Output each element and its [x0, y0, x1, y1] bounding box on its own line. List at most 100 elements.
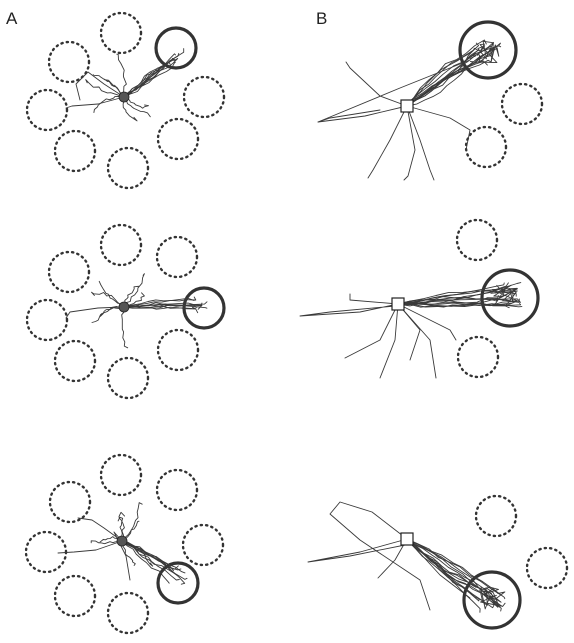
start-marker-a3 — [116, 535, 128, 547]
trajectory-a3-4 — [121, 540, 174, 571]
start-marker-b3 — [400, 532, 414, 546]
trajectory-b2-11 — [397, 282, 505, 305]
trajectory-a1-stray-4 — [85, 79, 125, 98]
trajectory-a2-arc — [65, 306, 125, 319]
target-b1-1 — [500, 82, 544, 126]
trajectory-a3-stray-7 — [121, 540, 154, 567]
target-a2-6 — [106, 356, 150, 400]
target-b2-2 — [456, 335, 500, 379]
target-a3-3 — [155, 468, 199, 512]
trajectory-a1-stray-1 — [123, 96, 149, 109]
trajectory-b1-12 — [406, 48, 479, 107]
trajectory-b3-extra-2 — [377, 538, 408, 579]
target-a1-2 — [99, 11, 143, 55]
target-b2-1 — [455, 218, 499, 262]
trajectory-b2-extra-0 — [299, 303, 399, 317]
target-a2-8 — [25, 298, 69, 342]
trajectory-a2-5 — [123, 296, 197, 308]
trajectory-b1-3 — [406, 59, 492, 107]
target-b3-2 — [525, 546, 569, 590]
trajectory-b2-7 — [397, 297, 499, 307]
target-a3-8 — [24, 530, 68, 574]
targets-layer — [24, 11, 569, 635]
trajectory-a1-stray-2 — [123, 96, 151, 118]
trajectory-b3-12 — [406, 538, 481, 613]
target-a3-6 — [106, 591, 150, 635]
trajectory-a1-1 — [123, 61, 176, 98]
trajectory-b2-extra-3 — [379, 303, 399, 379]
trajectory-a3-5 — [121, 540, 180, 581]
target-a1-6 — [106, 146, 150, 190]
trajectory-a3-1 — [121, 540, 170, 584]
target-a1-7 — [53, 129, 97, 173]
trajectory-b3-extra-1 — [307, 538, 408, 563]
trajectory-b3-13 — [406, 538, 506, 600]
start-marker-a1 — [118, 91, 130, 103]
trajectory-b3-scribble — [479, 586, 506, 610]
trajectory-b1-extra-2 — [367, 105, 408, 179]
trajectory-b2-scribble — [490, 284, 518, 307]
trajectory-b1-extra-6 — [406, 105, 471, 151]
target-a2-1 — [47, 250, 91, 294]
start-marker-b1 — [400, 99, 414, 113]
target-b1-2 — [464, 125, 508, 169]
trajectory-a2-stray-2 — [123, 273, 145, 308]
trajectory-a1-stray-5 — [122, 96, 138, 122]
trajectory-a1-2 — [123, 53, 176, 98]
start-marker-b2 — [391, 297, 405, 311]
target-active-b2 — [480, 268, 540, 328]
trajectory-b1-extra-5 — [317, 59, 471, 123]
trajectory-a1-arc2 — [65, 96, 125, 109]
trajectory-b2-13 — [397, 301, 523, 308]
trajectory-a2-stray-6 — [91, 291, 125, 308]
target-a3-1 — [48, 480, 92, 524]
target-a2-5 — [156, 328, 200, 372]
trajectory-a1-8 — [123, 58, 179, 98]
target-active-b1 — [458, 20, 518, 80]
start-markers-layer — [116, 91, 414, 547]
trajectory-b1-extra-3 — [406, 105, 435, 181]
trajectory-b3-3 — [406, 538, 483, 589]
target-a3-7 — [53, 574, 97, 618]
trajectory-b2-12 — [397, 300, 521, 308]
target-a1-1 — [47, 40, 91, 84]
trajectory-a2-6 — [123, 302, 197, 309]
trajectory-b1-extra-4 — [403, 105, 416, 181]
trajectory-a2-stray-5 — [121, 306, 129, 349]
target-a2-7 — [53, 339, 97, 383]
target-a3-2 — [99, 453, 143, 497]
trajectory-a1-stray-7 — [116, 53, 127, 98]
trajectory-b1-extra-1 — [317, 105, 408, 123]
trajectory-b1-scribble — [469, 40, 500, 64]
target-active-b3 — [462, 570, 522, 630]
trajectory-a3-stray-1 — [117, 516, 125, 542]
trajectory-a2-0 — [123, 297, 196, 308]
target-a1-5 — [156, 117, 200, 161]
trajectory-b2-1 — [397, 290, 517, 305]
trajectory-b1-13 — [406, 61, 474, 107]
target-a1-4 — [182, 75, 226, 119]
trajectory-a3-8 — [121, 540, 186, 574]
trajectory-b3-1 — [406, 538, 486, 596]
target-a2-3 — [155, 235, 199, 279]
panel-label-b: B — [316, 9, 327, 28]
trajectory-a3-7 — [121, 540, 186, 585]
panel-label-a: A — [6, 9, 18, 28]
target-a1-8 — [25, 88, 69, 132]
target-active-a3 — [156, 561, 200, 605]
trajectory-b1-extra-0 — [345, 61, 408, 107]
trajectory-b2-extra-4 — [397, 303, 437, 379]
trajectory-a2-stray-1 — [123, 285, 140, 308]
trajectory-b3-9 — [406, 538, 482, 591]
trajectory-a2-7 — [123, 303, 208, 309]
trajectory-a3-stray-0 — [121, 502, 143, 542]
trajectory-b3-extra-0 — [329, 501, 431, 611]
trajectory-a1-stray-3 — [93, 96, 125, 113]
trajectory-a3-arc — [77, 517, 123, 542]
trajectory-b2-extra-5 — [397, 303, 421, 361]
trajectory-a2-8 — [123, 305, 197, 310]
target-b3-1 — [474, 494, 518, 538]
target-a2-2 — [99, 223, 143, 267]
trajectories-layer — [57, 39, 523, 613]
